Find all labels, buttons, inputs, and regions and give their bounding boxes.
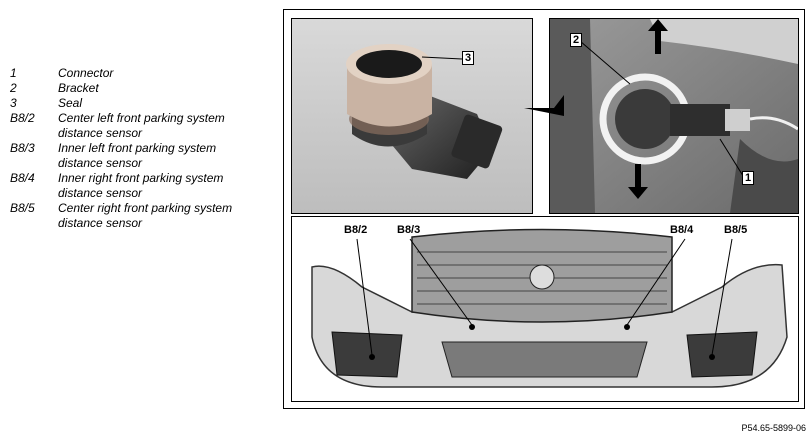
figure-reference: P54.65-5899-06 [741, 423, 806, 433]
legend-row: B8/2 Center left front parking system dis… [10, 111, 270, 141]
legend-key: 3 [10, 96, 17, 110]
zoom-leader [524, 95, 564, 116]
legend-key: B8/3 [10, 141, 35, 155]
legend-desc: Center left front parking system distanc… [58, 111, 225, 140]
legend-key: B8/5 [10, 201, 35, 215]
legend: 1 Connector 2 Bracket 3 Seal B8/2 Center lef… [10, 66, 270, 231]
label-b8-5: B8/5 [724, 224, 748, 236]
figure-frame: 3 2 1 [283, 9, 805, 409]
sensor-photo-panel: 3 [291, 18, 533, 214]
legend-key: 1 [10, 66, 17, 80]
label-b8-4: B8/4 [670, 224, 694, 236]
legend-desc: Inner right front parking system distanc… [58, 171, 224, 200]
legend-desc: Bracket [58, 81, 99, 95]
label-b8-2: B8/2 [344, 224, 368, 236]
legend-row: 3 Seal [10, 96, 270, 111]
legend-desc: Seal [58, 96, 83, 110]
label-b8-3: B8/3 [397, 224, 421, 236]
legend-row: 2 Bracket [10, 81, 270, 96]
legend-desc: Inner left front parking system distance… [58, 141, 217, 170]
legend-key: B8/4 [10, 171, 35, 185]
legend-key: B8/2 [10, 111, 35, 125]
callout-seal: 3 [462, 51, 475, 65]
legend-row: 1 Connector [10, 66, 270, 81]
bumper-panel: B8/2 B8/3 B8/4 B8/5 [291, 216, 799, 402]
sensor-photo [292, 19, 532, 213]
callout-connector: 1 [742, 171, 755, 185]
bracket-photo-panel: 2 1 [549, 18, 799, 214]
legend-row: B8/5 Center right front parking system di… [10, 201, 270, 231]
legend-desc: Center right front parking system distan… [58, 201, 233, 230]
legend-row: B8/3 Inner left front parking system dist… [10, 141, 270, 171]
legend-desc: Connector [58, 66, 114, 80]
legend-row: B8/4 Inner right front parking system dis… [10, 171, 270, 201]
callout-bracket: 2 [570, 33, 583, 47]
bumper-drawing [292, 217, 798, 401]
bracket-photo [550, 19, 798, 213]
legend-key: 2 [10, 81, 17, 95]
